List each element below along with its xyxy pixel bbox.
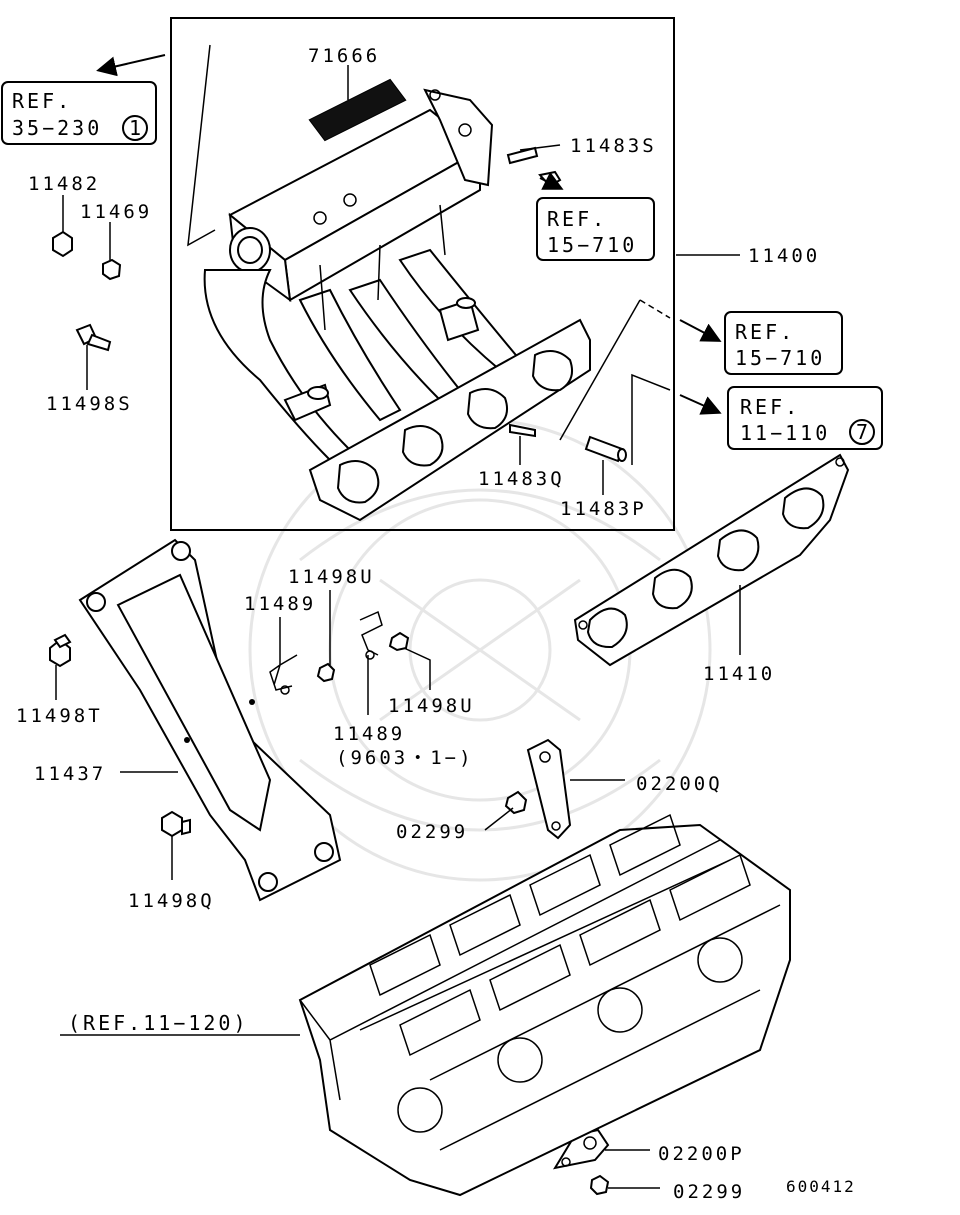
ref-11-110-line2: 11−110: [740, 421, 830, 445]
callout-11482[interactable]: 11482: [28, 173, 100, 195]
callout-11498S[interactable]: 11498S: [46, 393, 133, 415]
nut-11482: [52, 230, 73, 258]
leader-lines: [55, 65, 741, 1189]
bolt-11498U-left: [316, 662, 336, 683]
ref-15-710-b-line2: 15−710: [735, 346, 825, 370]
callout-71666[interactable]: 71666: [308, 45, 380, 67]
hanger-02200Q: [526, 738, 572, 840]
gasket-11410: [573, 453, 850, 667]
callout-11489-lower[interactable]: 11489: [333, 723, 405, 745]
callout-02200Q[interactable]: 02200Q: [636, 773, 723, 795]
pin-11483Q: [509, 423, 536, 438]
callout-11489-upper[interactable]: 11489: [244, 593, 316, 615]
clip-11489-right: [359, 610, 383, 660]
callout-11489-serial-note: (9603・1−): [336, 747, 474, 769]
callout-11498T[interactable]: 11498T: [16, 705, 103, 727]
callout-11437[interactable]: 11437: [34, 763, 106, 785]
ref-15-710-a-line2: 15−710: [547, 233, 637, 257]
reference-arrows: [96, 54, 722, 465]
washer-11469: [102, 258, 122, 281]
ref-11-110-line1: REF.: [740, 395, 800, 419]
cylinder-head: [298, 813, 791, 1197]
callout-11483P[interactable]: 11483P: [560, 498, 647, 520]
callout-02200P[interactable]: 02200P: [658, 1143, 745, 1165]
callout-11410[interactable]: 11410: [703, 663, 775, 685]
ref-box-15-710-b[interactable]: REF. 15−710: [724, 311, 843, 375]
ref-box-15-710-a[interactable]: REF. 15−710: [536, 197, 655, 261]
pin-11483P: [584, 435, 627, 463]
bolt-11498S: [75, 323, 112, 352]
ref-35-230-circle: 1: [129, 116, 141, 140]
bolt-11498T: [49, 633, 72, 668]
callout-02299-upper[interactable]: 02299: [396, 821, 468, 843]
catalog-number: 600412: [786, 1177, 856, 1196]
ref-35-230-line2: 35−230: [12, 116, 102, 140]
ref-15-710-b-line1: REF.: [735, 320, 795, 344]
callout-11483Q[interactable]: 11483Q: [478, 468, 565, 490]
stud-11483S: [506, 146, 562, 188]
ref-15-710-a-line1: REF.: [547, 207, 607, 231]
callout-11483S[interactable]: 11483S: [570, 135, 657, 157]
ref-box-35-230[interactable]: REF. 35−230 1: [1, 81, 157, 145]
callout-11498U-lower[interactable]: 11498U: [388, 695, 475, 717]
bolt-11498U-right: [388, 631, 410, 652]
callout-11469[interactable]: 11469: [80, 201, 152, 223]
ref-box-11-110[interactable]: REF. 11−110 7: [727, 386, 883, 450]
bolt-11498Q: [161, 810, 191, 838]
bracket-11437: [78, 538, 342, 902]
callout-02299-lower[interactable]: 02299: [673, 1181, 745, 1203]
callout-11498Q[interactable]: 11498Q: [128, 890, 215, 912]
ref-11-120-label[interactable]: (REF.11−120): [68, 1011, 249, 1035]
ref-35-230-line1: REF.: [12, 89, 72, 113]
callout-11400[interactable]: 11400: [748, 245, 820, 267]
intake-manifold-11400: [187, 44, 591, 522]
bolt-02299-lower: [589, 1174, 610, 1196]
intake-manifold-group-frame: [170, 17, 675, 531]
bolt-02299-upper: [504, 790, 528, 815]
ref-11-110-circle: 7: [856, 420, 868, 444]
callout-11498U-upper[interactable]: 11498U: [288, 566, 375, 588]
clip-11489-left: [269, 654, 298, 695]
